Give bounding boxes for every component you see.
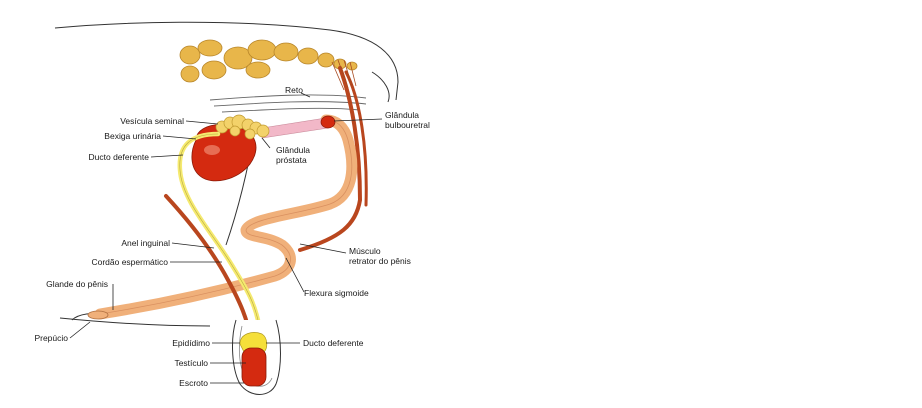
label-prepucio: Prepúcio [34, 333, 68, 343]
label-vesicula-seminal: Vesícula seminal [120, 116, 184, 126]
label-glande-do-penis: Glande do pênis [46, 279, 108, 289]
vertebra [318, 53, 334, 67]
vertebra [181, 66, 199, 82]
vertebra [198, 40, 222, 56]
vertebra [202, 61, 226, 79]
belly-contour [60, 318, 210, 326]
label-ducto-deferente-bottom: Ducto deferente [303, 338, 364, 348]
vertebra [180, 46, 200, 64]
vertebra [298, 48, 318, 64]
label-escroto: Escroto [179, 378, 208, 388]
pelvic-urethra [262, 118, 328, 138]
testis [242, 348, 266, 386]
label-anel-inguinal: Anel inguinal [121, 238, 170, 248]
vertebra [274, 43, 298, 61]
glans [88, 311, 108, 319]
label-cordao-espermatico: Cordão espermático [91, 257, 168, 267]
label-glandula-bulbouretral: Glândula bulbouretral [385, 110, 430, 130]
tail-contour [372, 72, 389, 102]
vertebra [248, 40, 276, 60]
bladder-highlight [204, 145, 220, 155]
label-musculo-retrator: Músculo retrator do pênis [349, 246, 411, 266]
label-ducto-deferente-top: Ducto deferente [89, 152, 150, 162]
label-testiculo: Testículo [174, 358, 208, 368]
vertebra [246, 62, 270, 78]
spermatic-cord [166, 196, 250, 338]
sacrum-vertebrae [180, 40, 357, 82]
label-reto: Reto [285, 85, 303, 95]
label-epididimo: Epidídimo [172, 338, 210, 348]
bulbourethral-gland [321, 116, 335, 128]
rectum [210, 95, 366, 112]
label-flexura-sigmoide: Flexura sigmoide [304, 288, 369, 298]
label-bexiga-urinaria: Bexiga urinária [104, 131, 161, 141]
label-glandula-prostata: Glândula próstata [276, 145, 312, 165]
